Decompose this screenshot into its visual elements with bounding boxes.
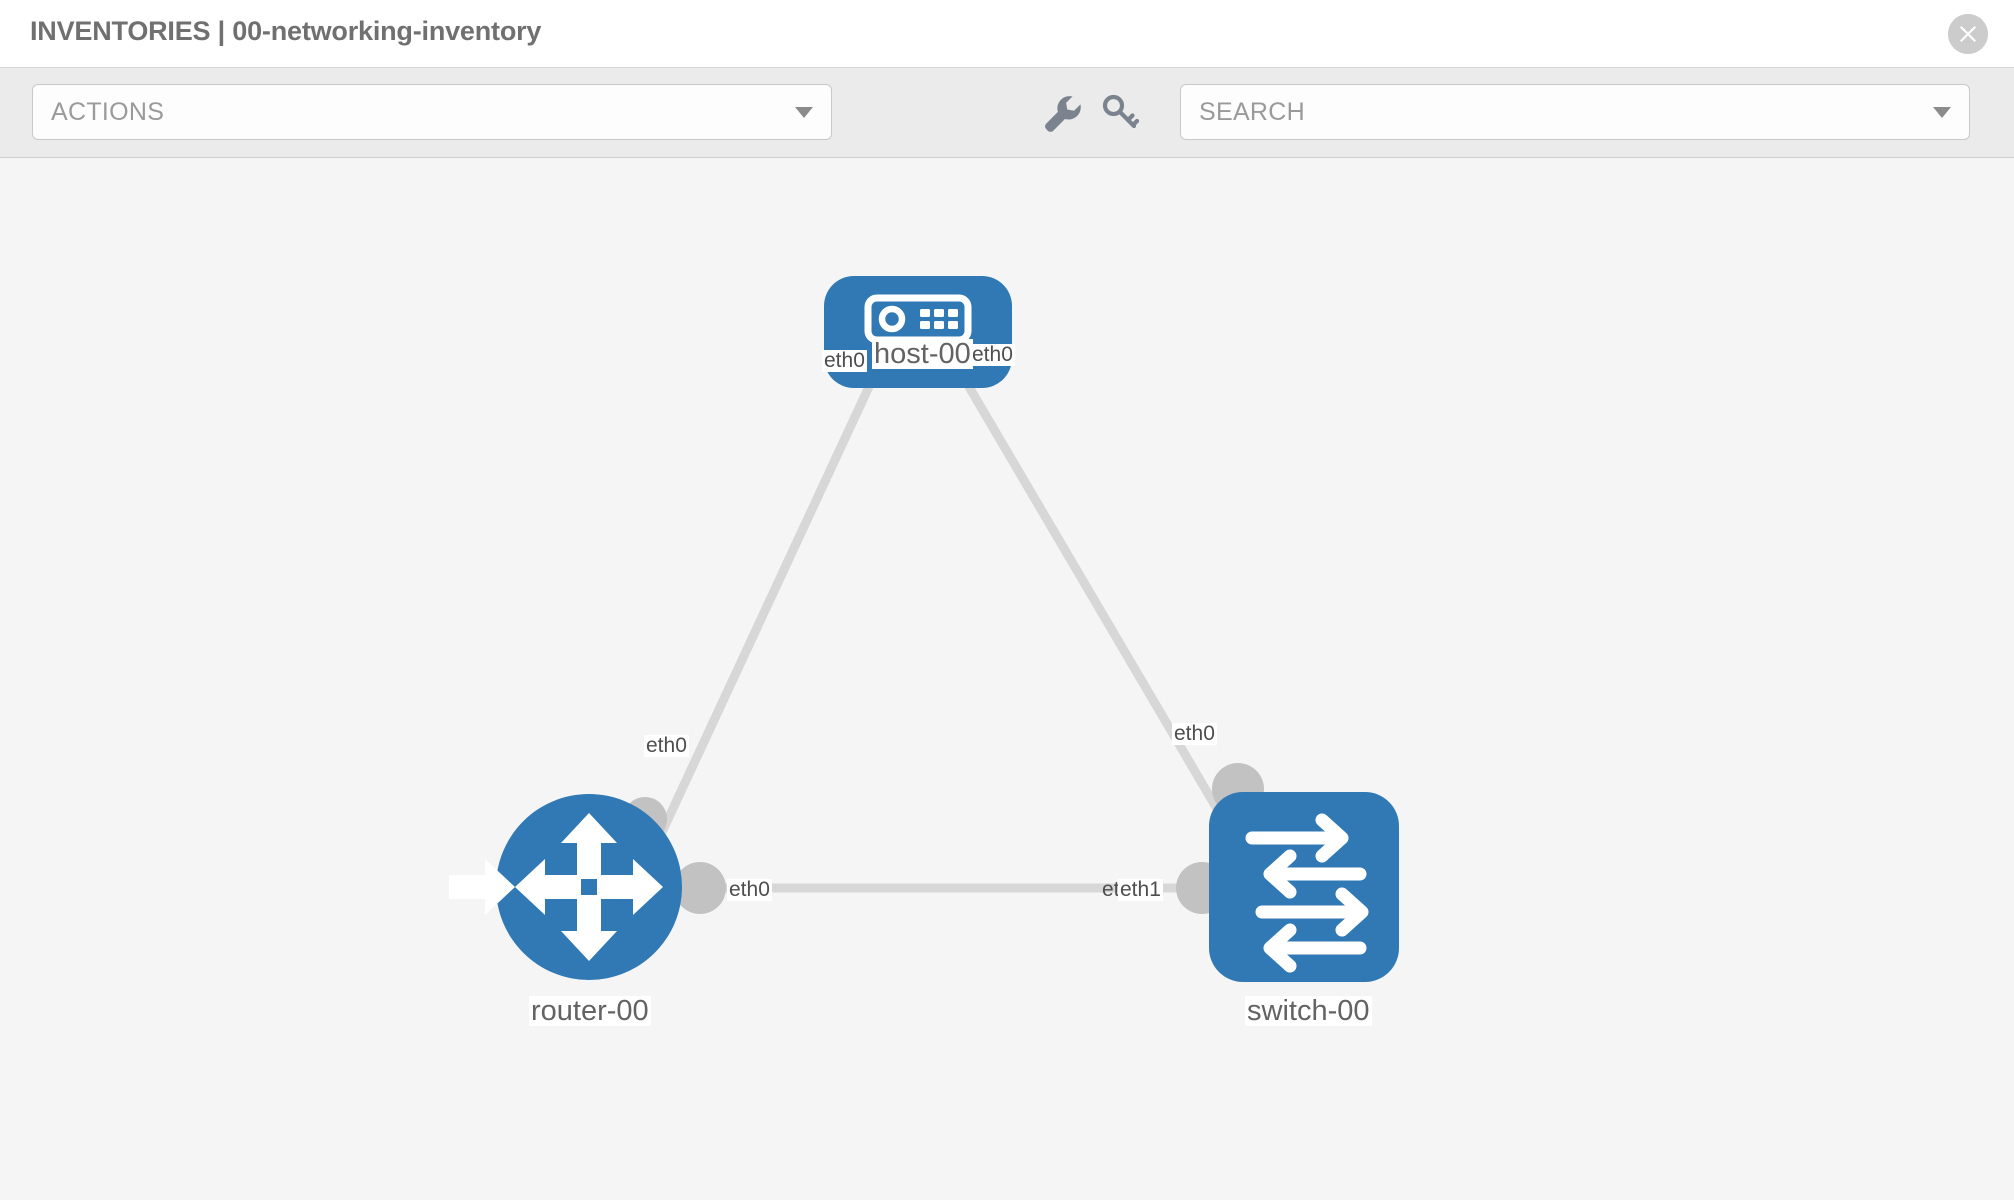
actions-dropdown-label: ACTIONS: [51, 98, 165, 126]
node-label-switch: switch-00: [1245, 995, 1372, 1027]
topology-links: [645, 358, 1245, 893]
iface-label: eth0: [970, 343, 1015, 367]
topology-canvas[interactable]: eth0 eth0 eth0 eth0 eth0 eth0 eth1 host-…: [0, 158, 2014, 1200]
toolbar: ACTIONS SEARCH: [0, 68, 2014, 158]
handle-router-right: [674, 862, 726, 914]
chevron-down-icon: [795, 107, 813, 118]
node-router-00[interactable]: [449, 794, 682, 980]
link-host-router: [645, 358, 885, 863]
iface-label: eth0: [727, 878, 772, 902]
key-icon[interactable]: [1098, 90, 1142, 136]
chevron-down-icon[interactable]: [1933, 107, 1951, 118]
link-host-switch: [950, 358, 1245, 853]
topology-svg: [449, 276, 1399, 982]
page-header: INVENTORIES | 00-networking-inventory: [0, 0, 2014, 68]
close-icon[interactable]: [1948, 14, 1988, 54]
actions-dropdown[interactable]: ACTIONS: [32, 84, 832, 140]
node-label-host: host-00: [872, 338, 973, 370]
node-switch-00[interactable]: [1209, 792, 1399, 982]
iface-label: eth1: [1118, 878, 1163, 902]
search-input[interactable]: SEARCH: [1180, 84, 1970, 140]
iface-label: eth0: [644, 734, 689, 758]
search-placeholder: SEARCH: [1199, 98, 1305, 126]
iface-label: eth0: [1172, 722, 1217, 746]
node-label-router: router-00: [529, 995, 651, 1027]
wrench-icon[interactable]: [1039, 90, 1083, 136]
iface-label: eth0: [822, 349, 867, 373]
connector-handles: [623, 317, 1264, 914]
breadcrumb: INVENTORIES | 00-networking-inventory: [30, 16, 542, 46]
